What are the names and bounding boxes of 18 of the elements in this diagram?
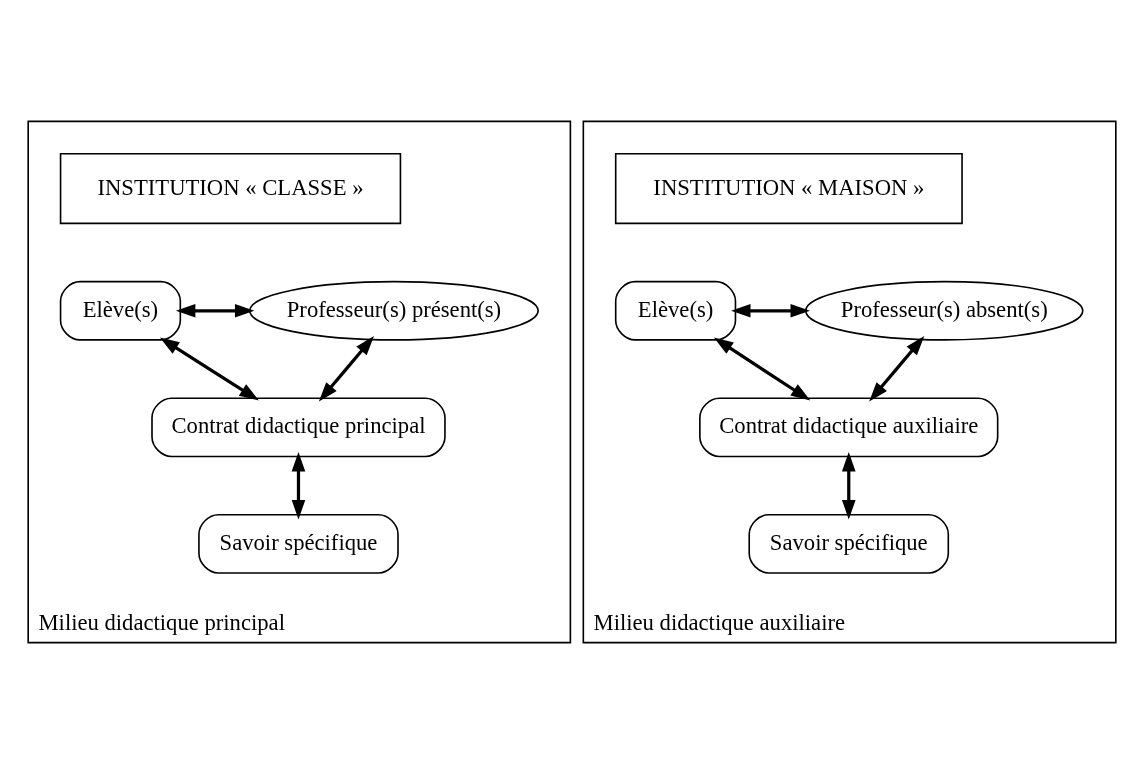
node-box: INSTITUTION « MAISON » bbox=[614, 152, 963, 224]
arrow bbox=[175, 303, 255, 318]
node-box: Elève(s) bbox=[59, 280, 182, 341]
arrow bbox=[869, 335, 925, 401]
node-box: Elève(s) bbox=[614, 280, 737, 341]
arrow bbox=[318, 335, 374, 401]
node-ellipse: Professeur(s) présent(s) bbox=[249, 280, 539, 341]
arrow bbox=[713, 336, 811, 401]
arrow bbox=[841, 451, 856, 519]
node-box: INSTITUTION « CLASSE » bbox=[59, 152, 402, 224]
node-box: Contrat didactique auxiliaire bbox=[699, 396, 999, 457]
node-box: Savoir spécifique bbox=[748, 513, 950, 574]
arrow bbox=[291, 451, 306, 519]
node-box: Contrat didactique principal bbox=[151, 396, 446, 457]
arrow bbox=[731, 303, 810, 318]
node-box: Savoir spécifique bbox=[198, 513, 399, 574]
arrow bbox=[159, 336, 259, 400]
node-ellipse: Professeur(s) absent(s) bbox=[804, 280, 1084, 341]
